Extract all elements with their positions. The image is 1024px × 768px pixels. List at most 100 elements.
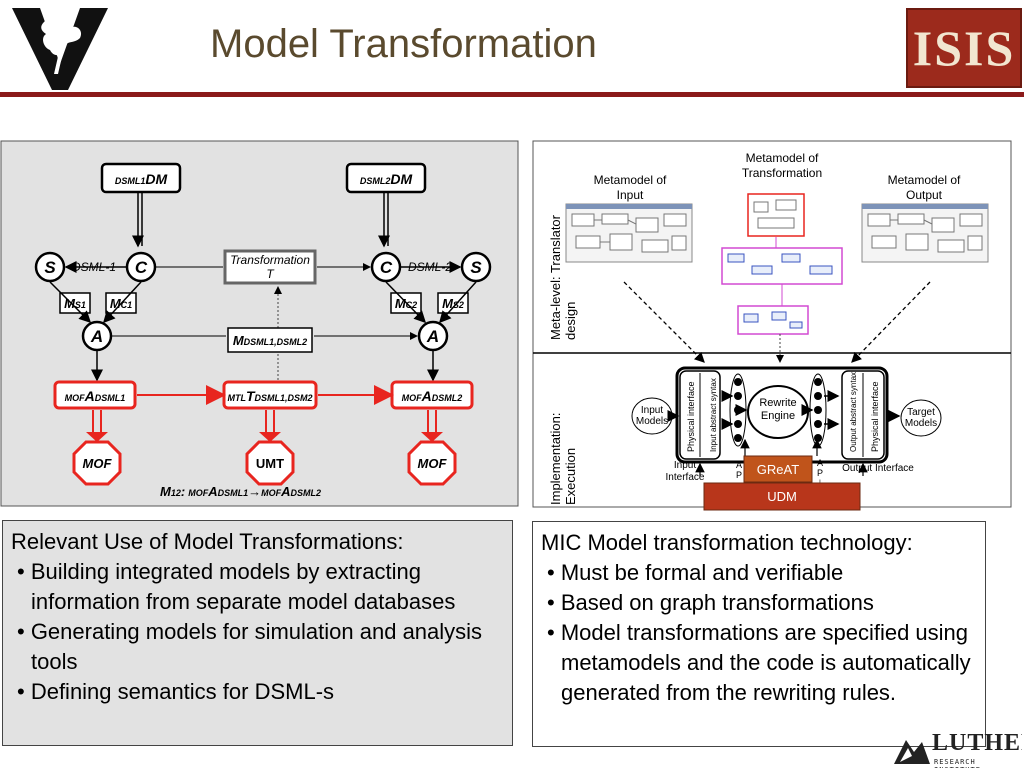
metamodel-transformation-1: Metamodel of — [746, 151, 819, 165]
svg-text:MDSML1,DSML2: MDSML1,DSML2 — [233, 333, 307, 348]
meta-level-line1: Meta-level: Translator — [548, 214, 563, 340]
s-node-left — [34, 251, 66, 283]
physical-interface-left: Physical interface — [686, 381, 696, 452]
svg-text:MOFADSML2: MOFADSML2 — [402, 388, 463, 404]
mtl-t-sub: DSML1,DSM2 — [255, 393, 313, 403]
vanderbilt-logo — [12, 8, 108, 90]
ms1-sub: S1 — [75, 300, 86, 310]
c-node-right-label: C — [380, 258, 393, 277]
target-models-2: Models — [905, 418, 937, 429]
svg-text:MOFADSML1: MOFADSML1 — [65, 388, 126, 404]
target-models-node — [900, 399, 942, 437]
m12-formula: M12:MOFADSML1→MOFADSML2 — [160, 484, 321, 499]
physical-interface-right: Physical interface — [870, 381, 880, 452]
svg-text:DSML2DM: DSML2DM — [360, 171, 413, 187]
metamodel-output-2: Output — [906, 188, 943, 202]
input-models-1: Input — [641, 405, 663, 416]
metamodel-output-1: Metamodel of — [888, 173, 961, 187]
input-models-2: Models — [636, 416, 668, 427]
svg-text:AP: AP — [736, 460, 742, 480]
m12-sub1: DSML1 — [218, 488, 249, 498]
m12-colon: : — [181, 484, 185, 499]
luther-logo-subtext: RESEARCH INSTITUTE — [934, 758, 980, 768]
use-case-item: • Building integrated models by extracti… — [17, 559, 456, 614]
ms1-box — [59, 292, 91, 314]
c-node-left-label: C — [135, 258, 148, 277]
input-metamodel-thumbnail — [565, 203, 693, 263]
mof-octagon-right — [407, 440, 457, 486]
target-models-1: Target — [907, 407, 935, 418]
mc1-main: M — [110, 296, 122, 311]
great-label: GReAT — [757, 462, 799, 477]
m12-a2: A — [280, 484, 290, 499]
rewrite-engine-2: Engine — [761, 410, 795, 422]
use-cases-heading: Relevant Use of Model Transformations: — [11, 529, 404, 554]
mdsml-main: M — [233, 333, 245, 348]
mc1-sub: C1 — [121, 300, 133, 310]
mtl-t-pre: MTL — [227, 393, 246, 403]
svg-text:MC1: MC1 — [110, 296, 132, 311]
mof-octagon-right-label: MOF — [418, 456, 448, 471]
implementation-line1: Implementation: — [548, 413, 563, 506]
m12-sub2: DSML2 — [291, 488, 322, 498]
mof-a-dsml1-box — [53, 380, 137, 410]
input-interface-2: Interface — [666, 472, 705, 483]
metamodel-transformation-2: Transformation — [742, 166, 822, 180]
mic-technology-item: • Model transformations are specified us… — [547, 620, 971, 705]
umt-octagon-label: UMT — [256, 456, 284, 471]
a-node-left-label: A — [90, 327, 103, 346]
mdsml-box — [227, 327, 313, 353]
dsml2-dm-main: DM — [390, 171, 412, 187]
api-left-1: A — [736, 460, 742, 470]
dsml1-label: DSML-1 — [72, 260, 116, 274]
use-cases-panel: Relevant Use of Model Transformations: •… — [2, 520, 513, 746]
s-node-right-label: S — [470, 258, 482, 277]
metamodel-input-1: Metamodel of — [594, 173, 667, 187]
mof-octagon-left — [72, 440, 122, 486]
use-case-item: • Generating models for simulation and a… — [17, 619, 483, 674]
transformation-box — [223, 249, 317, 285]
mic-tool-architecture-diagram: Meta-level: Translator design Implementa… — [532, 140, 1012, 511]
ms2-sub: S2 — [453, 300, 464, 310]
m12-pre1: MOF — [188, 488, 208, 498]
mof-a2-sub: DSML2 — [432, 393, 463, 403]
dsml1-dm-sub: DSML1 — [115, 176, 146, 186]
mic-technology-item: • Must be formal and verifiable — [547, 560, 844, 585]
mof-a2-main: A — [421, 388, 432, 404]
m12-pre2: MOF — [261, 488, 281, 498]
rewrite-engine-1: Rewrite — [759, 397, 796, 409]
m12-a1: A — [207, 484, 217, 499]
s-node-right — [460, 251, 492, 283]
meta-level-line2: design — [563, 302, 578, 340]
m12-m-sub: 12 — [171, 488, 181, 498]
mtl-t-main: T — [246, 388, 256, 404]
transformation-metamodel-thumbnails — [721, 193, 843, 363]
input-interface-1: Input — [674, 460, 696, 471]
svg-text:MS2: MS2 — [442, 296, 464, 311]
dsml2-label: DSML-2 — [408, 260, 452, 274]
mof-a1-main: A — [84, 388, 95, 404]
mof-a1-sub: DSML1 — [95, 393, 126, 403]
svg-text:DSML1DM: DSML1DM — [115, 171, 168, 187]
dsml2-dm-box — [345, 162, 427, 194]
title-rule — [0, 92, 1024, 97]
dsml2-dm-sub: DSML2 — [360, 176, 391, 186]
svg-text:Meta-level: Translator des: Meta-level: Translator design — [548, 211, 578, 340]
isis-logo: ISIS — [906, 8, 1022, 88]
output-metamodel-thumbnail — [861, 203, 989, 263]
transformation-label-1: Transformation — [230, 253, 310, 267]
m12-m: M — [160, 484, 172, 499]
mdsml-sub: DSML1,DSML2 — [244, 337, 308, 347]
isis-logo-text: ISIS — [912, 20, 1016, 76]
a-node-right-label: A — [426, 327, 439, 346]
output-interface-label: Output Interface — [842, 463, 914, 474]
mic-technology-heading: MIC Model transformation technology: — [541, 530, 913, 555]
m12-arrow: → — [248, 484, 261, 499]
mic-technology-panel: MIC Model transformation technology: • M… — [532, 521, 986, 747]
mc2-sub: C2 — [406, 300, 418, 310]
use-case-item: • Defining semantics for DSML-s — [17, 679, 335, 704]
